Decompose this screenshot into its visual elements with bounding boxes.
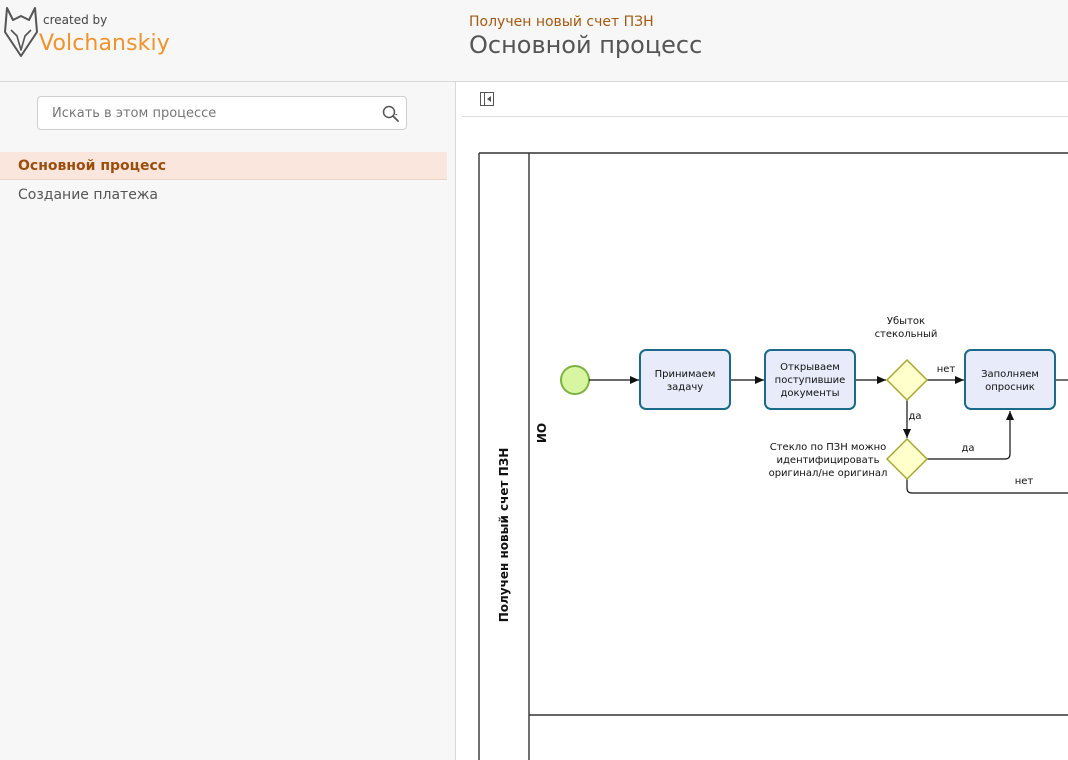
task-accept-task[interactable]: Принимаем задачу bbox=[639, 349, 731, 410]
lane-label: ИО bbox=[535, 423, 549, 443]
collapse-sidebar-icon[interactable] bbox=[480, 92, 494, 106]
task-label-line: Заполняем bbox=[981, 369, 1039, 380]
task-label-line: опросник bbox=[985, 382, 1035, 393]
bpmn-diagram: Получен новый счет ПЗН ИО Принимаем зада… bbox=[478, 152, 1068, 760]
gateway-label-line: Убыток bbox=[887, 316, 925, 327]
wolf-logo-icon bbox=[4, 7, 38, 57]
task-label-line: задачу bbox=[667, 382, 703, 393]
process-subtitle: Получен новый счет ПЗН bbox=[469, 14, 654, 30]
task-label-line: документы bbox=[781, 388, 840, 399]
gateway-label-line: стекольный bbox=[875, 329, 938, 340]
flow-label-yes: да bbox=[961, 443, 974, 454]
diagram-toolbar bbox=[462, 82, 1068, 117]
pool-label: Получен новый счет ПЗН bbox=[497, 448, 511, 623]
sidebar: Основной процесс Создание платежа bbox=[0, 82, 456, 760]
task-label-line: Принимаем bbox=[655, 369, 716, 380]
flow-label-yes: да bbox=[908, 411, 921, 422]
task-open-documents[interactable]: Открываем поступившие документы bbox=[764, 349, 856, 410]
start-event[interactable] bbox=[560, 365, 590, 395]
page-title: Основной процесс bbox=[469, 31, 703, 59]
search-icon[interactable] bbox=[382, 105, 400, 123]
sidebar-item-create-payment[interactable]: Создание платежа bbox=[18, 187, 158, 203]
pool bbox=[478, 152, 1068, 760]
gateway-label-line: оригинал/не оригинал bbox=[769, 468, 888, 479]
task-fill-questionnaire[interactable]: Заполняем опросник bbox=[964, 349, 1056, 410]
sidebar-item-main-process[interactable]: Основной процесс bbox=[0, 152, 447, 180]
gateway-label-line: идентифицировать bbox=[777, 455, 880, 466]
gateway-glass-loss[interactable] bbox=[885, 358, 929, 402]
task-label-line: Открываем bbox=[780, 362, 840, 373]
flow-label-no: нет bbox=[1015, 476, 1034, 487]
task-label-line: поступившие bbox=[775, 375, 846, 386]
search-box bbox=[37, 96, 407, 130]
gateway-label-line: Стекло по ПЗН можно bbox=[770, 442, 886, 453]
gateway-glass-identification[interactable] bbox=[885, 437, 929, 481]
app-header: created by Volchanskiy Получен новый сче… bbox=[0, 0, 1068, 82]
search-input[interactable] bbox=[38, 97, 382, 129]
flow-label-no: нет bbox=[937, 364, 956, 375]
sequence-flows bbox=[589, 376, 1068, 494]
brand-created-by: created by bbox=[43, 13, 108, 27]
brand-name: Volchanskiy bbox=[39, 31, 170, 56]
